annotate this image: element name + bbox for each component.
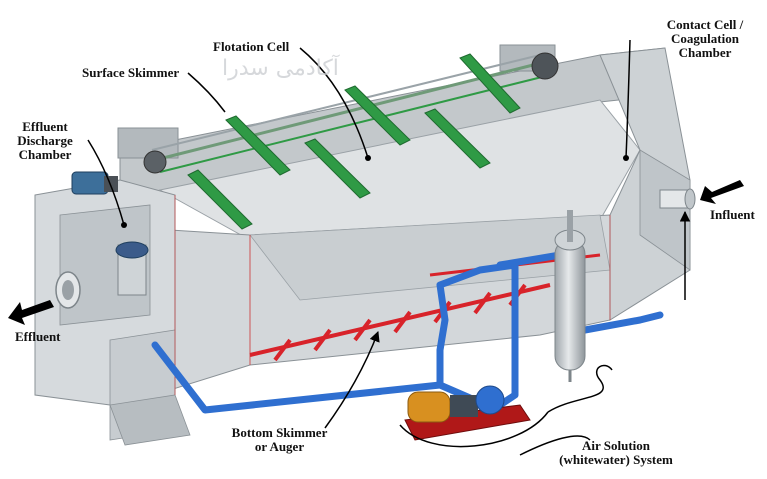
- label-line: Bottom Skimmer: [231, 425, 328, 440]
- label-surface-skimmer: Surface Skimmer: [82, 65, 180, 80]
- label-contact-cell: Contact Cell / Coagulation Chamber: [650, 18, 760, 60]
- watermark: آکادمی سدرا: [222, 56, 339, 81]
- skimmer-drive-motor: [71, 171, 118, 195]
- label-line: Chamber: [678, 45, 732, 60]
- label-line: Effluent: [22, 119, 68, 134]
- influent-inlet: [659, 188, 696, 210]
- label-effluent: Effluent: [15, 329, 61, 344]
- recycle-pump: [404, 385, 531, 441]
- label-line: or Auger: [254, 439, 305, 454]
- label-line: Chamber: [18, 147, 72, 162]
- label-line: (whitewater) System: [559, 452, 673, 467]
- label-line: Contact Cell /: [666, 17, 744, 32]
- label-flotation-cell: Flotation Cell: [213, 39, 290, 54]
- effluent-outlet: [55, 241, 149, 309]
- effluent-arrow: [8, 300, 54, 325]
- callout-dots: [121, 155, 629, 228]
- label-air-solution: Air Solution (whitewater) System: [546, 439, 686, 467]
- whitewater-piping: [151, 251, 664, 414]
- callout-lines: [87, 39, 691, 456]
- label-line: Air Solution: [581, 438, 651, 453]
- label-bottom-skimmer: Bottom Skimmer or Auger: [222, 426, 337, 454]
- label-line: Discharge: [17, 133, 73, 148]
- saturation-vessel: [554, 210, 586, 382]
- label-influent: Influent: [710, 207, 755, 222]
- label-effluent-discharge-chamber: Effluent Discharge Chamber: [6, 120, 84, 162]
- influent-arrow: [700, 180, 744, 204]
- label-line: Coagulation: [671, 31, 739, 46]
